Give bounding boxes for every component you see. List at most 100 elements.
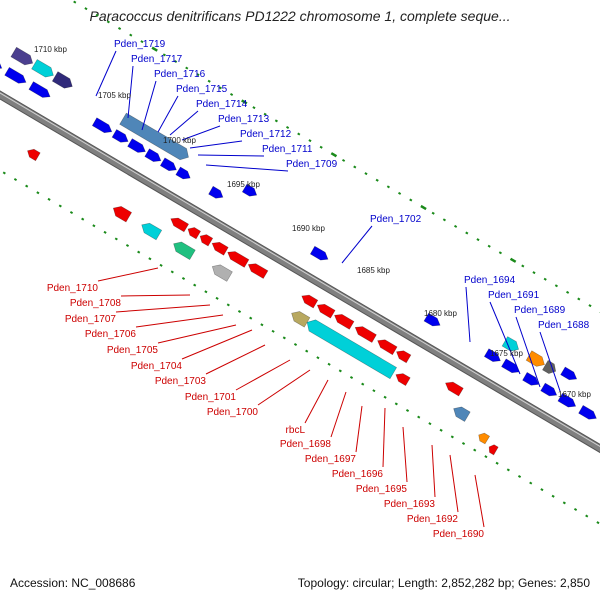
tick-mark (69, 211, 74, 215)
gene-features (0, 46, 597, 456)
forward-gene-label[interactable]: Pden_1691 (488, 290, 540, 301)
gene-arrow (127, 138, 146, 153)
tick-mark (375, 178, 379, 182)
tick-mark (476, 238, 480, 242)
tick-mark (316, 356, 320, 360)
reverse-gene-label[interactable]: Pden_1692 (407, 514, 459, 525)
gene-arrow (4, 66, 27, 84)
forward-gene-label[interactable]: Pden_1702 (370, 214, 422, 225)
forward-label-leader (341, 225, 373, 264)
reverse-gene-label[interactable]: Pden_1705 (107, 345, 159, 356)
reverse-gene-label[interactable]: Pden_1703 (155, 376, 207, 387)
tick-mark (106, 20, 110, 24)
gene-arrow (501, 358, 520, 374)
forward-gene-label[interactable]: Pden_1711 (262, 144, 313, 155)
forward-gene-label[interactable]: Pden_1689 (514, 305, 566, 316)
tick-mark (506, 468, 510, 472)
tick-mark (25, 184, 29, 188)
tick-mark (473, 448, 477, 452)
gene-arrow (0, 62, 3, 69)
gene-arrow (211, 264, 233, 282)
gene-arrow (542, 359, 557, 374)
tick-mark (2, 171, 6, 175)
tick-mark (450, 435, 454, 439)
reverse-gene-label[interactable]: Pden_1707 (65, 314, 117, 325)
gene-arrow (488, 444, 499, 456)
chromosome-backbone (0, 90, 600, 454)
gene-arrow (91, 117, 113, 134)
forward-gene-label[interactable]: Pden_1717 (131, 54, 183, 65)
reverse-gene-label[interactable]: Pden_1695 (356, 484, 408, 495)
tick-mark (125, 244, 130, 248)
reverse-gene-label[interactable]: Pden_1710 (47, 283, 99, 294)
kbp-label: 1670 kbp (558, 390, 591, 399)
tick-mark (193, 283, 197, 287)
tick-mark (117, 26, 122, 30)
tick-mark (173, 59, 178, 63)
tick-mark (484, 455, 488, 459)
tick-mark (509, 257, 517, 263)
tick-mark (103, 230, 107, 234)
forward-gene-label[interactable]: Pden_1714 (196, 99, 248, 110)
tick-mark (252, 106, 256, 110)
gene-arrow (241, 183, 258, 197)
tick-mark (84, 7, 88, 11)
tick-mark (129, 33, 133, 37)
reverse-gene-label[interactable]: Pden_1696 (332, 469, 384, 480)
gene-arrow (187, 227, 202, 240)
forward-gene-label[interactable]: Pden_1713 (218, 114, 270, 125)
tick-mark (162, 53, 166, 57)
gene-arrow (522, 371, 540, 386)
reverse-label-leader (382, 407, 386, 468)
gene-arrow (525, 350, 545, 367)
reverse-gene-label[interactable]: rbcL (286, 425, 306, 436)
tick-mark (573, 507, 578, 511)
tick-marks (2, 0, 600, 525)
reverse-gene-label[interactable]: Pden_1697 (305, 454, 357, 465)
reverse-gene-label[interactable]: Pden_1704 (131, 361, 183, 372)
reverse-gene-label[interactable]: Pden_1708 (70, 298, 122, 309)
forward-gene-label[interactable]: Pden_1709 (286, 159, 338, 170)
forward-gene-label[interactable]: Pden_1712 (240, 129, 292, 140)
tick-mark (159, 263, 163, 267)
forward-gene-label[interactable]: Pden_1688 (538, 320, 590, 331)
tick-mark (215, 296, 219, 300)
tick-mark (330, 152, 338, 158)
reverse-gene-label[interactable]: Pden_1701 (185, 392, 237, 403)
gene-arrow (27, 148, 41, 162)
tick-mark (532, 271, 536, 275)
forward-label-leader (169, 110, 199, 136)
gene-arrow (301, 294, 319, 309)
gene-arrow (173, 241, 196, 261)
tick-mark (271, 329, 275, 333)
reverse-label-leader (449, 454, 459, 513)
reverse-label-leader (431, 444, 436, 498)
tick-mark (498, 251, 502, 255)
reverse-gene-label[interactable]: Pden_1698 (280, 439, 332, 450)
reverse-gene-label[interactable]: Pden_1700 (207, 407, 259, 418)
forward-label-leader (197, 154, 265, 157)
forward-label-leader (189, 140, 243, 149)
reverse-gene-label[interactable]: Pden_1706 (85, 329, 137, 340)
reverse-gene-label[interactable]: Pden_1693 (384, 499, 436, 510)
tick-mark (297, 132, 301, 136)
tick-mark (417, 415, 421, 419)
forward-gene-label[interactable]: Pden_1719 (114, 39, 166, 50)
forward-label-leader (157, 95, 179, 133)
tick-mark (181, 277, 186, 281)
forward-label-leader (95, 50, 117, 97)
tick-mark (349, 375, 354, 379)
backbone-highlight (0, 92, 600, 448)
forward-gene-label[interactable]: Pden_1715 (176, 84, 228, 95)
forward-label-leader (127, 65, 134, 119)
reverse-gene-label[interactable]: Pden_1690 (433, 529, 485, 540)
forward-gene-label[interactable]: Pden_1694 (464, 275, 516, 286)
tick-mark (442, 218, 446, 222)
tick-mark (394, 402, 398, 406)
tick-mark (114, 237, 118, 241)
tick-mark (260, 323, 264, 327)
forward-gene-label[interactable]: Pden_1716 (154, 69, 206, 80)
gene-arrow (395, 373, 411, 387)
